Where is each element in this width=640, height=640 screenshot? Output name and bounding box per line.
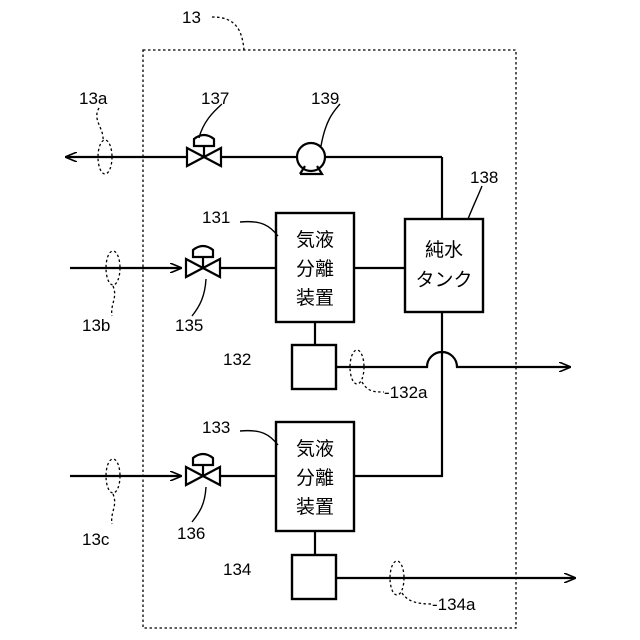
separator-131-label: 131 [202, 208, 230, 227]
svg-text:分離: 分離 [296, 258, 334, 280]
svg-text:装置: 装置 [296, 496, 334, 518]
svg-text:気液: 気液 [296, 229, 334, 251]
valve-137: 137 [187, 89, 229, 166]
svg-text:タンク: タンク [415, 269, 472, 291]
pump-139-label: 139 [311, 89, 339, 108]
svg-text:純水: 純水 [425, 239, 463, 261]
unit-132: 132 [223, 345, 336, 389]
svg-text:気液: 気液 [296, 438, 334, 460]
line-132a: -132a [336, 350, 570, 402]
separator-133-label: 133 [202, 418, 230, 437]
unit-134: 134 [223, 555, 336, 599]
line-13c-label: 13c [82, 530, 110, 549]
boundary-label: 13 [182, 8, 201, 27]
svg-text:装置: 装置 [296, 287, 334, 309]
valve-135-label: 135 [175, 316, 203, 335]
tank-138-label: 138 [470, 168, 498, 187]
line-13a-label: 13a [79, 89, 108, 108]
valve-137-label: 137 [201, 89, 229, 108]
gas-liquid-separator-131: 気液 分離 装置 131 [202, 208, 354, 322]
pure-water-tank: 純水 タンク 138 [405, 168, 498, 312]
line-134a: -134a [336, 561, 575, 614]
unit-134-label: 134 [223, 560, 251, 579]
svg-text:分離: 分離 [296, 467, 334, 489]
line-13c: 13c [70, 459, 276, 549]
valve-136: 136 [177, 454, 220, 543]
line-13b: 13b [70, 251, 276, 335]
valve-135: 135 [175, 246, 220, 335]
line-13a: 13a [66, 89, 442, 219]
unit-132-label: 132 [223, 350, 251, 369]
line-132a-label: -132a [384, 383, 428, 402]
boundary-leader [212, 17, 244, 50]
valve-136-label: 136 [177, 524, 205, 543]
gas-liquid-separator-133: 気液 分離 装置 133 [202, 418, 354, 531]
line-134a-label: -134a [432, 595, 476, 614]
pump-139: 139 [297, 89, 340, 174]
line-13b-label: 13b [82, 316, 110, 335]
